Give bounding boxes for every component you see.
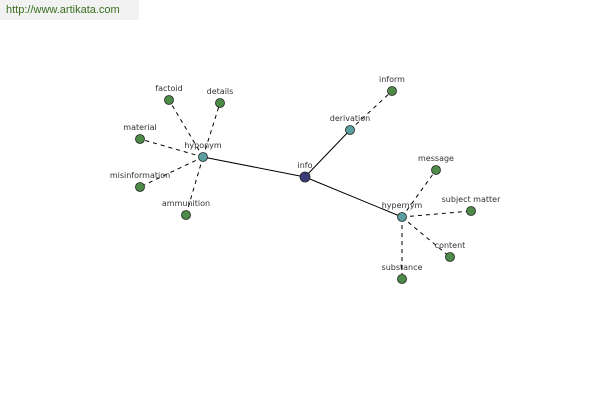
node-content[interactable]: content [435, 241, 466, 262]
node-substance[interactable]: substance [382, 263, 423, 284]
node-info[interactable]: info [297, 161, 313, 183]
node-hyponym-dot[interactable] [198, 152, 208, 162]
node-derivation-dot[interactable] [345, 125, 355, 135]
node-derivation[interactable]: derivation [330, 114, 370, 135]
node-material[interactable]: material [123, 123, 157, 144]
node-message-label: message [418, 154, 454, 163]
node-ammunition[interactable]: ammunition [162, 199, 210, 220]
node-hypernym-label: hypernym [382, 201, 423, 210]
node-material-label: material [123, 123, 156, 132]
node-inform-dot[interactable] [387, 86, 397, 96]
node-factoid[interactable]: factoid [155, 84, 183, 105]
node-inform[interactable]: inform [379, 75, 405, 96]
node-subject-matter-label: subject matter [442, 195, 501, 204]
edge-hypernym-content [401, 216, 451, 258]
node-info-dot[interactable] [299, 171, 311, 183]
node-hyponym-label: hyponym [184, 141, 222, 150]
node-message[interactable]: message [418, 154, 454, 175]
node-substance-dot[interactable] [397, 274, 407, 284]
node-substance-label: substance [382, 263, 423, 272]
edge-hyponym-material [139, 138, 204, 158]
edge-hyponym-misinformation [139, 156, 204, 188]
node-factoid-dot[interactable] [164, 95, 174, 105]
graph-edges [139, 90, 472, 279]
watermark-url[interactable]: http://www.artikata.com [0, 0, 139, 20]
node-details-dot[interactable] [215, 98, 225, 108]
node-message-dot[interactable] [431, 165, 441, 175]
node-inform-label: inform [379, 75, 405, 84]
node-info-label: info [297, 161, 312, 170]
node-details-label: details [207, 87, 234, 96]
node-derivation-label: derivation [330, 114, 370, 123]
edge-hyponym-details [202, 102, 221, 158]
node-subject-matter[interactable]: subject matter [442, 195, 501, 216]
graph-nodes: factoid details material misinformation ammu… [110, 75, 501, 284]
edge-derivation-inform [349, 90, 393, 131]
node-misinformation-dot[interactable] [135, 182, 145, 192]
edge-hyponym-factoid [168, 99, 204, 158]
node-hyponym[interactable]: hyponym [184, 141, 222, 162]
node-ammunition-label: ammunition [162, 199, 210, 208]
node-subject-matter-dot[interactable] [466, 206, 476, 216]
node-ammunition-dot[interactable] [181, 210, 191, 220]
node-content-label: content [435, 241, 466, 250]
edge-info-derivation [304, 129, 351, 178]
node-hypernym[interactable]: hypernym [382, 201, 423, 222]
edge-info-hyponym [202, 156, 306, 178]
node-hypernym-dot[interactable] [397, 212, 407, 222]
edge-info-hypernym [304, 176, 403, 218]
node-factoid-label: factoid [155, 84, 182, 93]
node-misinformation[interactable]: misinformation [110, 171, 170, 192]
node-content-dot[interactable] [445, 252, 455, 262]
edge-hypernym-message [401, 169, 437, 218]
edge-hyponym-ammunition [185, 156, 204, 216]
node-misinformation-label: misinformation [110, 171, 170, 180]
node-details[interactable]: details [207, 87, 234, 108]
edge-hypernym-subject-matter [401, 210, 472, 218]
node-material-dot[interactable] [135, 134, 145, 144]
